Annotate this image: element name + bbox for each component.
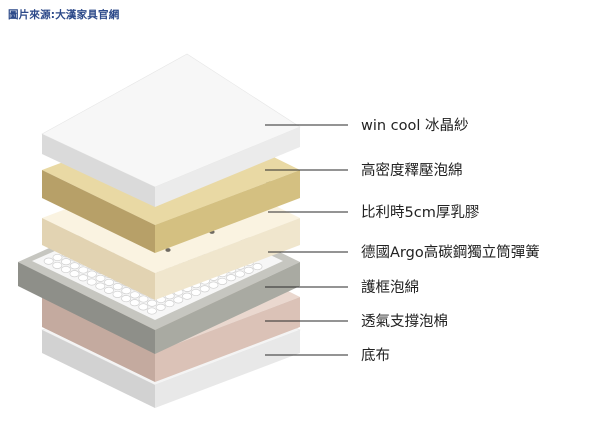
label-springs: 德國Argo高碳鋼獨立筒彈簧 <box>361 244 540 261</box>
spring-coil <box>164 300 175 308</box>
spring-coil <box>234 270 245 278</box>
spring-coil <box>112 283 123 291</box>
spring-coil <box>86 278 97 286</box>
spring-coil <box>69 270 80 278</box>
label-latex: 比利時5cm厚乳膠 <box>361 204 479 221</box>
latex-hole <box>165 248 171 252</box>
spring-coil <box>95 274 106 282</box>
spring-coil <box>252 263 263 271</box>
spring-coil <box>52 253 63 262</box>
spring-coil <box>199 285 210 293</box>
spring-coil <box>60 265 71 274</box>
spring-coil <box>86 270 97 278</box>
spring-coil <box>173 296 184 304</box>
spring-coil <box>52 261 63 269</box>
spring-coil <box>129 299 140 307</box>
label-support-foam: 透氣支撐泡棉 <box>361 313 448 330</box>
spring-coil <box>208 281 219 289</box>
image-source-caption: 圖片來源:大漢家具官網 <box>8 9 120 21</box>
spring-coil <box>155 303 166 311</box>
spring-coil <box>103 286 114 294</box>
spring-coil <box>190 288 201 297</box>
spring-coil <box>112 290 123 298</box>
spring-coil <box>138 303 149 311</box>
spring-coil <box>104 278 115 286</box>
spring-coil <box>78 266 89 274</box>
spring-coil <box>121 295 132 303</box>
label-bottom-fabric: 底布 <box>361 347 390 364</box>
label-pressure-foam: 高密度釋壓泡綿 <box>361 162 463 179</box>
spring-coil <box>182 292 193 300</box>
spring-coil <box>138 295 149 303</box>
spring-coil <box>226 274 237 282</box>
spring-coil <box>121 287 132 295</box>
spring-coil <box>43 257 54 265</box>
label-frame-foam: 護框泡綿 <box>361 279 419 296</box>
spring-coil <box>243 266 254 274</box>
spring-coil <box>147 299 158 307</box>
spring-coil <box>95 282 106 290</box>
label-win-cool: win cool 冰晶紗 <box>361 117 469 134</box>
spring-coil <box>78 274 89 282</box>
layer-top-fabric <box>41 53 301 207</box>
spring-coil <box>146 307 157 315</box>
spring-coil <box>129 291 140 299</box>
spring-coil <box>69 262 80 270</box>
spring-coil <box>217 277 228 285</box>
spring-coil <box>61 258 72 266</box>
